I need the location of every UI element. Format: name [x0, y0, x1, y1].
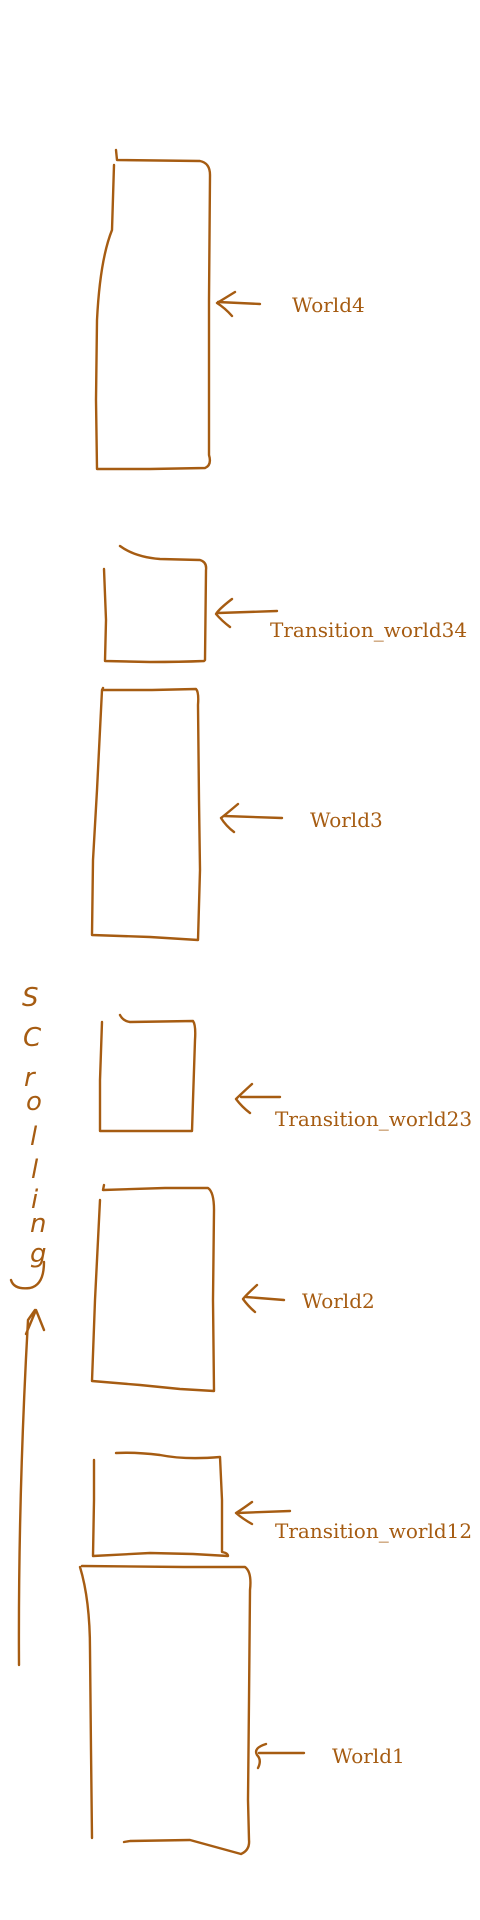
world2-box: [90, 1183, 216, 1393]
scrolling-letter: l: [31, 1155, 39, 1185]
transition-world34-label: Transition_world34: [270, 618, 467, 642]
world3-box: [90, 686, 202, 942]
block-transition-world34: Transition_world34: [102, 544, 467, 664]
transition-world23-arrow: [234, 1082, 282, 1115]
block-transition-world12: Transition_world12: [91, 1451, 472, 1558]
scrolling-letter: o: [26, 1087, 42, 1117]
scrolling-letter: g: [30, 1239, 47, 1269]
world4-label: World4: [292, 293, 365, 317]
world1-label: World1: [332, 1744, 405, 1768]
scrolling-letter: S: [22, 983, 39, 1013]
world1-arrow: [254, 1742, 306, 1770]
scrolling-annotation: S C r o l l i n g: [9, 983, 47, 1667]
world4-arrow: [215, 290, 262, 318]
scrolling-letter: l: [30, 1122, 38, 1152]
scrolling-hook: [9, 1260, 46, 1290]
block-transition-world23: Transition_world23: [98, 1013, 472, 1133]
transition-world34-box: [102, 544, 208, 664]
world3-arrow: [219, 802, 284, 834]
transition-world34-arrow: [214, 597, 279, 629]
block-world4: World4: [94, 148, 365, 471]
transition-world12-label: Transition_world12: [275, 1519, 472, 1543]
scrolling-up-arrow-icon: [17, 1308, 46, 1667]
world1-box: [78, 1564, 252, 1856]
transition-world23-box: [98, 1013, 197, 1133]
world2-label: World2: [302, 1289, 375, 1313]
block-world2: World2: [90, 1183, 375, 1393]
transition-world23-label: Transition_world23: [275, 1107, 472, 1131]
block-world1: World1: [78, 1564, 405, 1856]
world3-label: World3: [310, 808, 383, 832]
block-world3: World3: [90, 686, 383, 942]
scrolling-letter: C: [23, 1023, 42, 1053]
scrolling-letter: r: [24, 1063, 37, 1093]
scrolling-letter: n: [30, 1209, 46, 1239]
transition-world12-box: [91, 1451, 230, 1558]
scrolling-letter: i: [31, 1185, 39, 1215]
world2-arrow: [241, 1283, 286, 1314]
transition-world12-arrow: [234, 1500, 292, 1526]
world4-box: [94, 148, 212, 471]
